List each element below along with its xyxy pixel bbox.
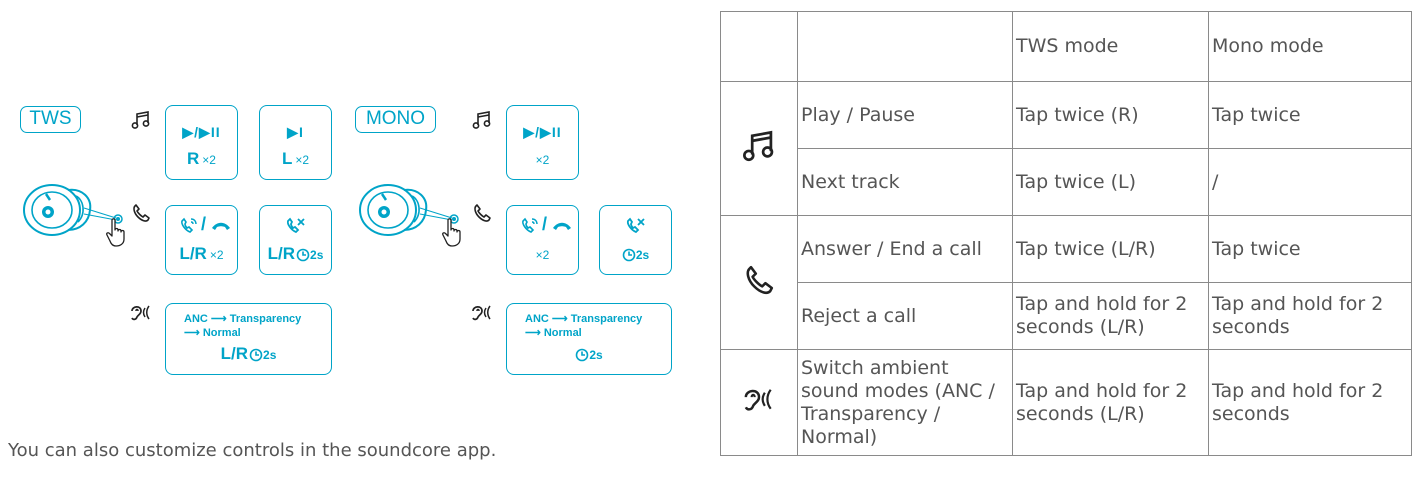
ear-icon — [128, 303, 154, 323]
header-cell: TWS mode — [1012, 11, 1209, 82]
multiplier: ×2 — [202, 153, 216, 167]
tws-cell: Tap twice (R) — [1012, 81, 1209, 149]
mono-play-pause-card: ▶/▶II ×2 — [506, 105, 579, 180]
arrow-icon: ⟶ — [210, 313, 227, 325]
side-label: L/R — [179, 244, 207, 263]
hang-up-icon — [210, 220, 232, 232]
phone-icon-cell — [720, 215, 798, 350]
phone-icon — [472, 203, 492, 223]
tws-cell: Tap twice (L) — [1012, 148, 1209, 216]
mono-ambient-card: ANC ⟶ Transparency ⟶ Normal 2s — [506, 303, 672, 375]
timer-icon — [249, 348, 263, 362]
table-row: Switch ambient sound modes (ANC / Transp… — [720, 349, 1412, 456]
action-cell: Play / Pause — [797, 81, 1013, 149]
header-cell: Mono mode — [1208, 11, 1412, 82]
mono-badge: MONO — [355, 106, 436, 133]
transparency-label: Transparency — [229, 313, 302, 325]
action-cell: Answer / End a call — [797, 215, 1013, 283]
reject-call-icon — [625, 216, 647, 236]
mono-answer-end-card: / ×2 — [506, 205, 579, 275]
play-pause-icon: ▶/▶II — [523, 124, 562, 140]
music-note-icon — [472, 110, 492, 130]
arrow-icon: ⟶ — [184, 327, 200, 339]
multiplier: ×2 — [535, 248, 550, 262]
timer-icon — [622, 248, 636, 262]
tws-ambient-card: ANC ⟶ Transparency ⟶ Normal L/R 2s — [165, 303, 332, 375]
duration: 2s — [310, 248, 324, 262]
controls-table: TWS mode Mono mode Play / Pause Tap twic… — [720, 11, 1412, 456]
answer-call-icon — [520, 216, 542, 236]
phone-icon — [743, 264, 775, 296]
hang-up-icon — [551, 220, 573, 232]
mono-cell: Tap and hold for 2 seconds — [1208, 282, 1412, 350]
side-label: L/R — [220, 344, 249, 363]
anc-label: ANC — [525, 313, 549, 325]
phone-icon — [131, 203, 151, 223]
tws-cell: Tap and hold for 2 seconds (L/R) — [1012, 349, 1209, 456]
ear-icon-cell — [720, 349, 798, 456]
side-label: L/R — [267, 244, 296, 263]
ear-icon — [469, 303, 495, 323]
action-cell: Switch ambient sound modes (ANC / Transp… — [797, 349, 1013, 456]
header-cell — [720, 11, 798, 82]
ear-icon — [740, 385, 778, 415]
normal-label: Normal — [202, 327, 241, 339]
table-row: Play / Pause Tap twice (R) Tap twice — [720, 81, 1412, 216]
play-pause-icon: ▶/▶II — [182, 124, 221, 140]
customize-note: You can also customize controls in the s… — [8, 440, 497, 461]
music-icon-cell — [720, 81, 798, 216]
side-label: L — [281, 149, 293, 168]
mono-cell: Tap and hold for 2 seconds — [1208, 349, 1412, 456]
mono-cell: Tap twice — [1208, 81, 1412, 149]
duration: 2s — [635, 248, 650, 262]
tws-play-pause-card: ▶/▶II R×2 — [165, 105, 238, 180]
tws-reject-card: L/R 2s — [259, 205, 332, 275]
tws-answer-end-card: / L/R×2 — [165, 205, 238, 275]
header-cell — [797, 11, 1013, 82]
side-label: R — [187, 149, 200, 168]
tws-cell: Tap and hold for 2 seconds (L/R) — [1012, 282, 1209, 350]
hand-tap-icon — [442, 218, 462, 248]
arrow-icon: ⟶ — [525, 327, 541, 339]
timer-icon — [575, 348, 589, 362]
tws-badge: TWS — [20, 106, 81, 133]
tws-cell: Tap twice (L/R) — [1012, 215, 1209, 283]
mono-cell: / — [1208, 148, 1412, 216]
timer-icon — [296, 248, 310, 262]
duration: 2s — [589, 348, 603, 362]
action-cell: Reject a call — [797, 282, 1013, 350]
normal-label: Normal — [543, 327, 582, 339]
action-cell: Next track — [797, 148, 1013, 216]
next-track-icon: ▶I — [287, 124, 304, 140]
arrow-icon: ⟶ — [551, 313, 568, 325]
answer-call-icon — [179, 216, 201, 236]
transparency-label: Transparency — [570, 313, 643, 325]
table-row: Reject a call Tap and hold for 2 seconds… — [721, 282, 1412, 350]
reject-call-icon — [285, 216, 307, 236]
multiplier: ×2 — [295, 153, 310, 167]
anc-label: ANC — [184, 313, 208, 325]
multiplier: ×2 — [535, 153, 550, 167]
mono-reject-card: 2s — [599, 205, 672, 275]
duration: 2s — [263, 348, 277, 362]
hand-tap-icon — [106, 218, 126, 248]
table-row: Answer / End a call Tap twice (L/R) Tap … — [720, 215, 1412, 350]
music-note-icon — [131, 110, 151, 130]
multiplier: ×2 — [209, 248, 224, 262]
mono-cell: Tap twice — [1208, 215, 1412, 283]
music-note-icon — [742, 129, 776, 163]
tws-next-track-card: ▶I L×2 — [259, 105, 332, 180]
table-header-row: TWS mode Mono mode — [720, 11, 1412, 82]
table-row: Next track Tap twice (L) / — [721, 148, 1412, 216]
